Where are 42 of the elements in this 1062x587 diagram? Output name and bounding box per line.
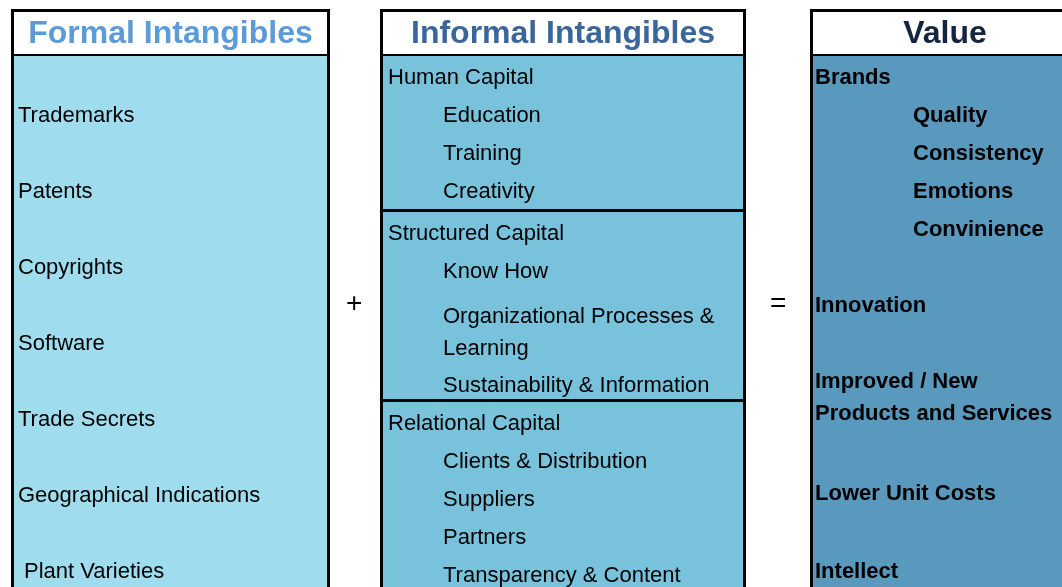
category-heading: Human Capital [388, 63, 534, 91]
list-item: Training [443, 139, 522, 167]
list-item: Patents [18, 177, 93, 205]
list-item: Brands [815, 63, 891, 91]
list-item: Improved / New Products and Services [815, 367, 1054, 427]
column-panel [810, 56, 1062, 587]
column-panel [380, 56, 746, 587]
list-item: Copyrights [18, 253, 124, 281]
list-item: Organizational Processes & Learning [443, 302, 716, 362]
column-panel [11, 56, 330, 587]
list-item: Quality [913, 101, 988, 129]
column-header [11, 9, 330, 57]
category-box [383, 399, 743, 587]
column-header [380, 9, 746, 57]
list-item: Geographical Indications [18, 481, 261, 509]
list-item: Innovation [815, 291, 927, 319]
operator-sign: + [346, 287, 363, 319]
list-item: Transparency & Content [443, 561, 681, 587]
operator-sign: = [770, 287, 787, 319]
column-title: Formal Intangibles [27, 13, 314, 52]
list-item: Know How [443, 257, 549, 285]
list-item: Sustainability & Information [443, 371, 710, 399]
list-item: Creativity [443, 177, 535, 205]
list-item: Trademarks [18, 101, 135, 129]
list-item: Consistency [913, 139, 1044, 167]
list-item: Plant Varieties [24, 557, 165, 585]
category-heading: Structured Capital [388, 219, 565, 247]
list-item: Education [443, 101, 541, 129]
category-box [383, 209, 743, 399]
list-item: Lower Unit Costs [815, 479, 996, 507]
list-item: Intellect [815, 557, 899, 585]
list-item: Software [18, 329, 105, 357]
column-title: Informal Intangibles [410, 13, 716, 52]
list-item: Trade Secrets [18, 405, 156, 433]
list-item: Emotions [913, 177, 1014, 205]
list-item: Convinience [913, 215, 1044, 243]
column-title: Value [902, 13, 988, 52]
list-item: Suppliers [443, 485, 535, 513]
column-header [810, 9, 1062, 57]
list-item: Clients & Distribution [443, 447, 648, 475]
list-item: Partners [443, 523, 527, 551]
category-heading: Relational Capital [388, 409, 561, 437]
